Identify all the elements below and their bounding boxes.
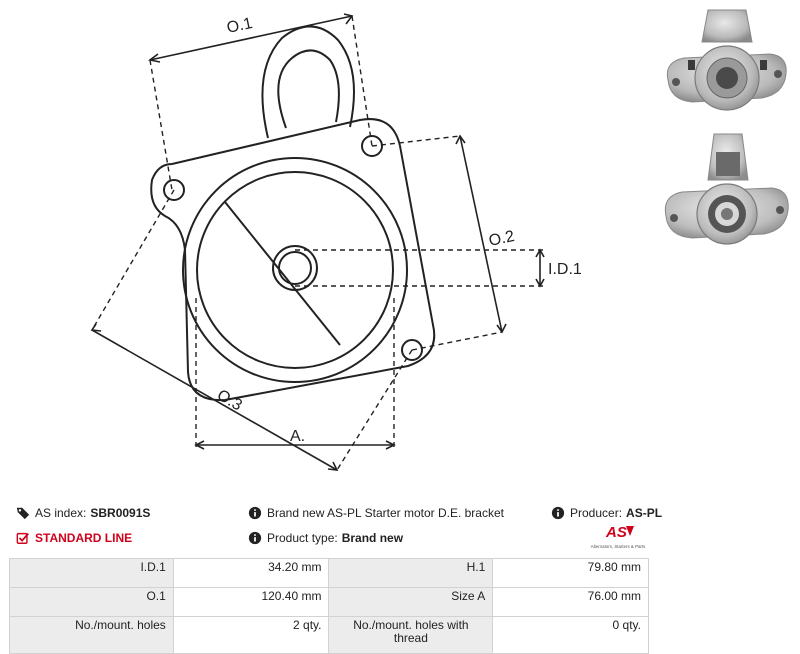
body-inner-circle: [196, 171, 394, 369]
spec-key: O.1: [9, 587, 174, 617]
mount-hole-left: [163, 179, 185, 201]
logo-swoosh: [626, 526, 634, 536]
info-icon: [551, 506, 565, 520]
spec-value: 34.20 mm: [172, 558, 330, 588]
mount-hole-right-top: [361, 135, 383, 157]
table-row: No./mount. holes 2 qty. No./mount. holes…: [9, 616, 649, 654]
spec-key: H.1: [328, 558, 494, 588]
as-index: AS index: SBR0091S: [16, 506, 150, 520]
bracket-lug-inner: [277, 49, 340, 129]
spec-key: I.D.1: [9, 558, 174, 588]
ext-o3-left: [91, 189, 175, 331]
product-line-label: STANDARD LINE: [35, 531, 133, 545]
product-photo-front: [666, 9, 787, 111]
logo-mark: AS: [605, 524, 627, 541]
as-index-value: SBR0091S: [90, 506, 151, 520]
dim-o3-arrow-right: [327, 461, 339, 471]
spec-value: 79.80 mm: [492, 558, 649, 588]
shaft-inner: [278, 251, 312, 285]
dim-o2-arrow-top: [455, 134, 466, 145]
bracket-outline: [150, 118, 436, 402]
as-pl-logo: AS Alternators, Starters & Parts: [591, 524, 646, 549]
ext-o2-bottom: [411, 331, 503, 351]
label-o2: O.2: [487, 228, 516, 250]
body-outer-circle: [182, 157, 408, 383]
dim-o3-line: [91, 329, 338, 471]
producer: Producer: AS-PL: [551, 506, 662, 520]
table-row: O.1 120.40 mm Size A 76.00 mm: [9, 587, 649, 617]
spec-key: No./mount. holes with thread: [328, 616, 494, 654]
product-description: Brand new AS-PL Starter motor D.E. brack…: [248, 506, 504, 520]
spec-key: No./mount. holes: [9, 616, 174, 654]
spec-value: 76.00 mm: [492, 587, 649, 617]
window-cutout: [224, 201, 341, 346]
spec-value: 0 qty.: [492, 616, 649, 654]
product-photo-rear: [664, 133, 789, 245]
logo-tagline: Alternators, Starters & Parts: [591, 544, 646, 549]
label-a: A.: [290, 428, 305, 445]
label-o1: O.1: [225, 15, 254, 37]
ext-o1-left: [149, 59, 173, 191]
product-type-value: Brand new: [341, 531, 404, 545]
spec-value: 2 qty.: [172, 616, 330, 654]
as-index-label: AS index:: [35, 506, 87, 520]
producer-value: AS-PL: [626, 506, 663, 520]
info-icon: [248, 531, 262, 545]
dim-o3-arrow-left: [90, 323, 102, 332]
ext-o1-right: [351, 15, 373, 147]
spec-key: Size A: [328, 587, 494, 617]
tag-icon: [16, 507, 30, 520]
product-type-label: Product type:: [267, 531, 338, 545]
ext-o3-right: [336, 349, 413, 471]
mount-hole-right-bottom: [401, 339, 423, 361]
dim-o1-arrow-right: [343, 13, 354, 25]
product-type: Product type: Brand new: [248, 531, 403, 545]
label-o3: O.3: [214, 387, 245, 415]
label-id1: I.D.1: [548, 261, 582, 278]
technical-drawing: O.1 O.2 O.3 I.D.1 A.: [90, 13, 582, 471]
checkbox-icon: [16, 532, 29, 544]
specs-table: I.D.1 34.20 mm H.1 79.80 mm O.1 120.40 m…: [9, 558, 649, 654]
table-row: I.D.1 34.20 mm H.1 79.80 mm: [9, 558, 649, 588]
info-icon: [248, 506, 262, 520]
shaft-outer: [272, 245, 318, 291]
product-description-text: Brand new AS-PL Starter motor D.E. brack…: [267, 506, 504, 520]
dim-o1-line: [149, 15, 353, 61]
bracket-lug: [261, 25, 355, 139]
product-line: STANDARD LINE: [16, 531, 132, 545]
spec-value: 120.40 mm: [172, 587, 330, 617]
ext-o2-top: [371, 135, 461, 147]
producer-label: Producer:: [570, 506, 623, 520]
dim-o2-line: [459, 135, 503, 333]
